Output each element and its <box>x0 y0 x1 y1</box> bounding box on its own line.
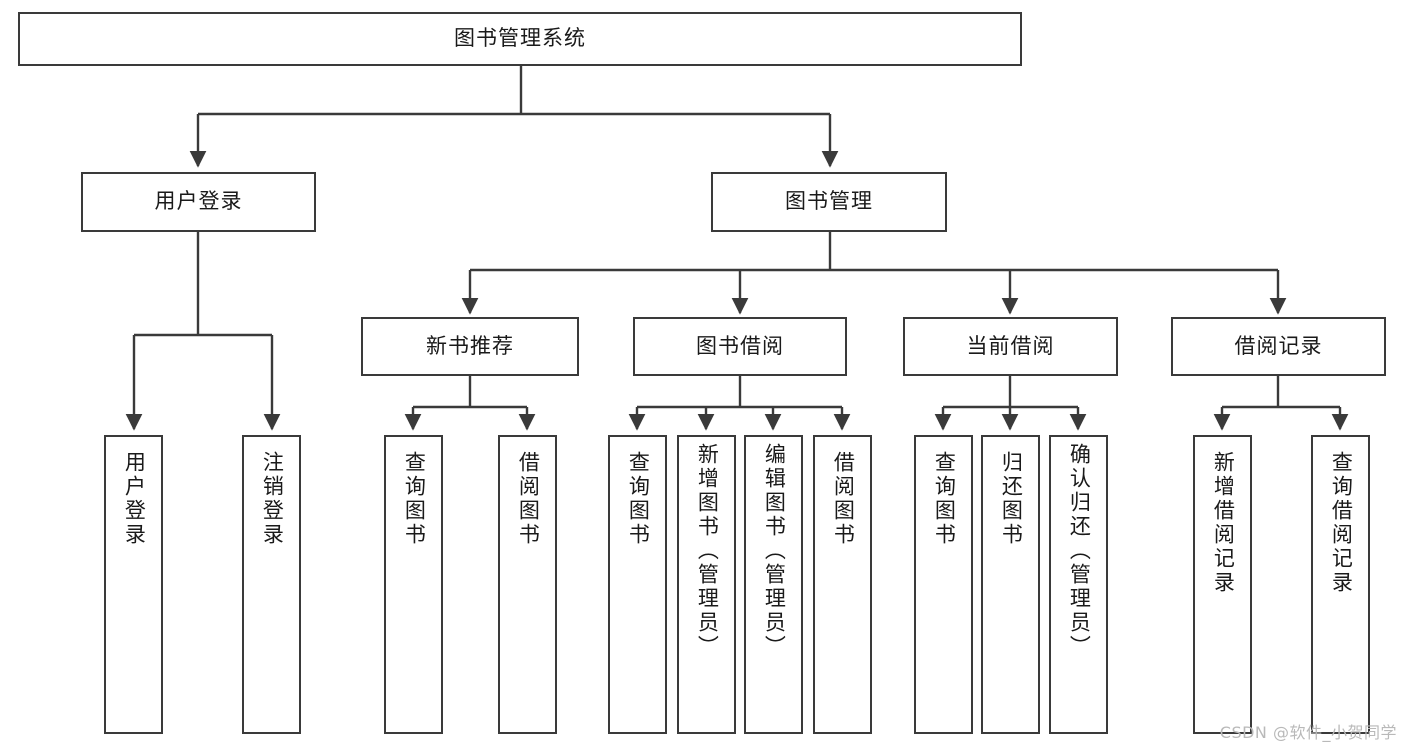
leaf-label: 查询图书 <box>626 451 651 547</box>
node-label: 图书管理系统 <box>454 26 586 51</box>
leaf-confirm-return-admin[interactable]: 确认归还（管理员） <box>1049 435 1108 734</box>
node-borrow-record[interactable]: 借阅记录 <box>1171 317 1386 376</box>
node-label: 当前借阅 <box>966 333 1055 358</box>
leaf-label: 确认归还（管理员） <box>1067 443 1092 659</box>
leaf-label: 用户登录 <box>122 451 147 547</box>
leaf-borrow-book-newbook[interactable]: 借阅图书 <box>498 435 557 734</box>
leaf-logout[interactable]: 注销登录 <box>242 435 301 734</box>
node-current-borrow[interactable]: 当前借阅 <box>903 317 1118 376</box>
leaf-add-borrow-record[interactable]: 新增借阅记录 <box>1193 435 1252 734</box>
leaf-query-book-current[interactable]: 查询图书 <box>914 435 973 734</box>
leaf-label: 借阅图书 <box>831 451 856 547</box>
leaf-add-book-admin[interactable]: 新增图书（管理员） <box>677 435 736 734</box>
node-new-book-recommend[interactable]: 新书推荐 <box>361 317 579 376</box>
leaf-label: 新增借阅记录 <box>1211 451 1236 595</box>
leaf-label: 查询图书 <box>402 451 427 547</box>
node-book-borrow[interactable]: 图书借阅 <box>633 317 847 376</box>
leaf-query-book-newbook[interactable]: 查询图书 <box>384 435 443 734</box>
leaf-user-login[interactable]: 用户登录 <box>104 435 163 734</box>
node-user-login[interactable]: 用户登录 <box>81 172 316 232</box>
node-label: 用户登录 <box>154 189 243 214</box>
leaf-return-book[interactable]: 归还图书 <box>981 435 1040 734</box>
leaf-query-book-borrow[interactable]: 查询图书 <box>608 435 667 734</box>
watermark-text: CSDN @软件_小贺同学 <box>1219 723 1397 742</box>
leaf-label: 编辑图书（管理员） <box>762 443 787 659</box>
node-root-system[interactable]: 图书管理系统 <box>18 12 1022 66</box>
leaf-label: 借阅图书 <box>516 451 541 547</box>
leaf-borrow-book[interactable]: 借阅图书 <box>813 435 872 734</box>
node-label: 图书借阅 <box>696 333 784 358</box>
leaf-label: 查询图书 <box>932 451 957 547</box>
leaf-label: 注销登录 <box>260 451 285 547</box>
node-label: 图书管理 <box>785 189 873 214</box>
node-label: 借阅记录 <box>1234 333 1323 358</box>
leaf-label: 查询借阅记录 <box>1329 451 1354 595</box>
leaf-query-borrow-record[interactable]: 查询借阅记录 <box>1311 435 1370 734</box>
node-book-manage[interactable]: 图书管理 <box>711 172 947 232</box>
node-label: 新书推荐 <box>426 333 514 358</box>
leaf-label: 归还图书 <box>999 451 1024 547</box>
leaf-label: 新增图书（管理员） <box>695 443 720 659</box>
leaf-edit-book-admin[interactable]: 编辑图书（管理员） <box>744 435 803 734</box>
